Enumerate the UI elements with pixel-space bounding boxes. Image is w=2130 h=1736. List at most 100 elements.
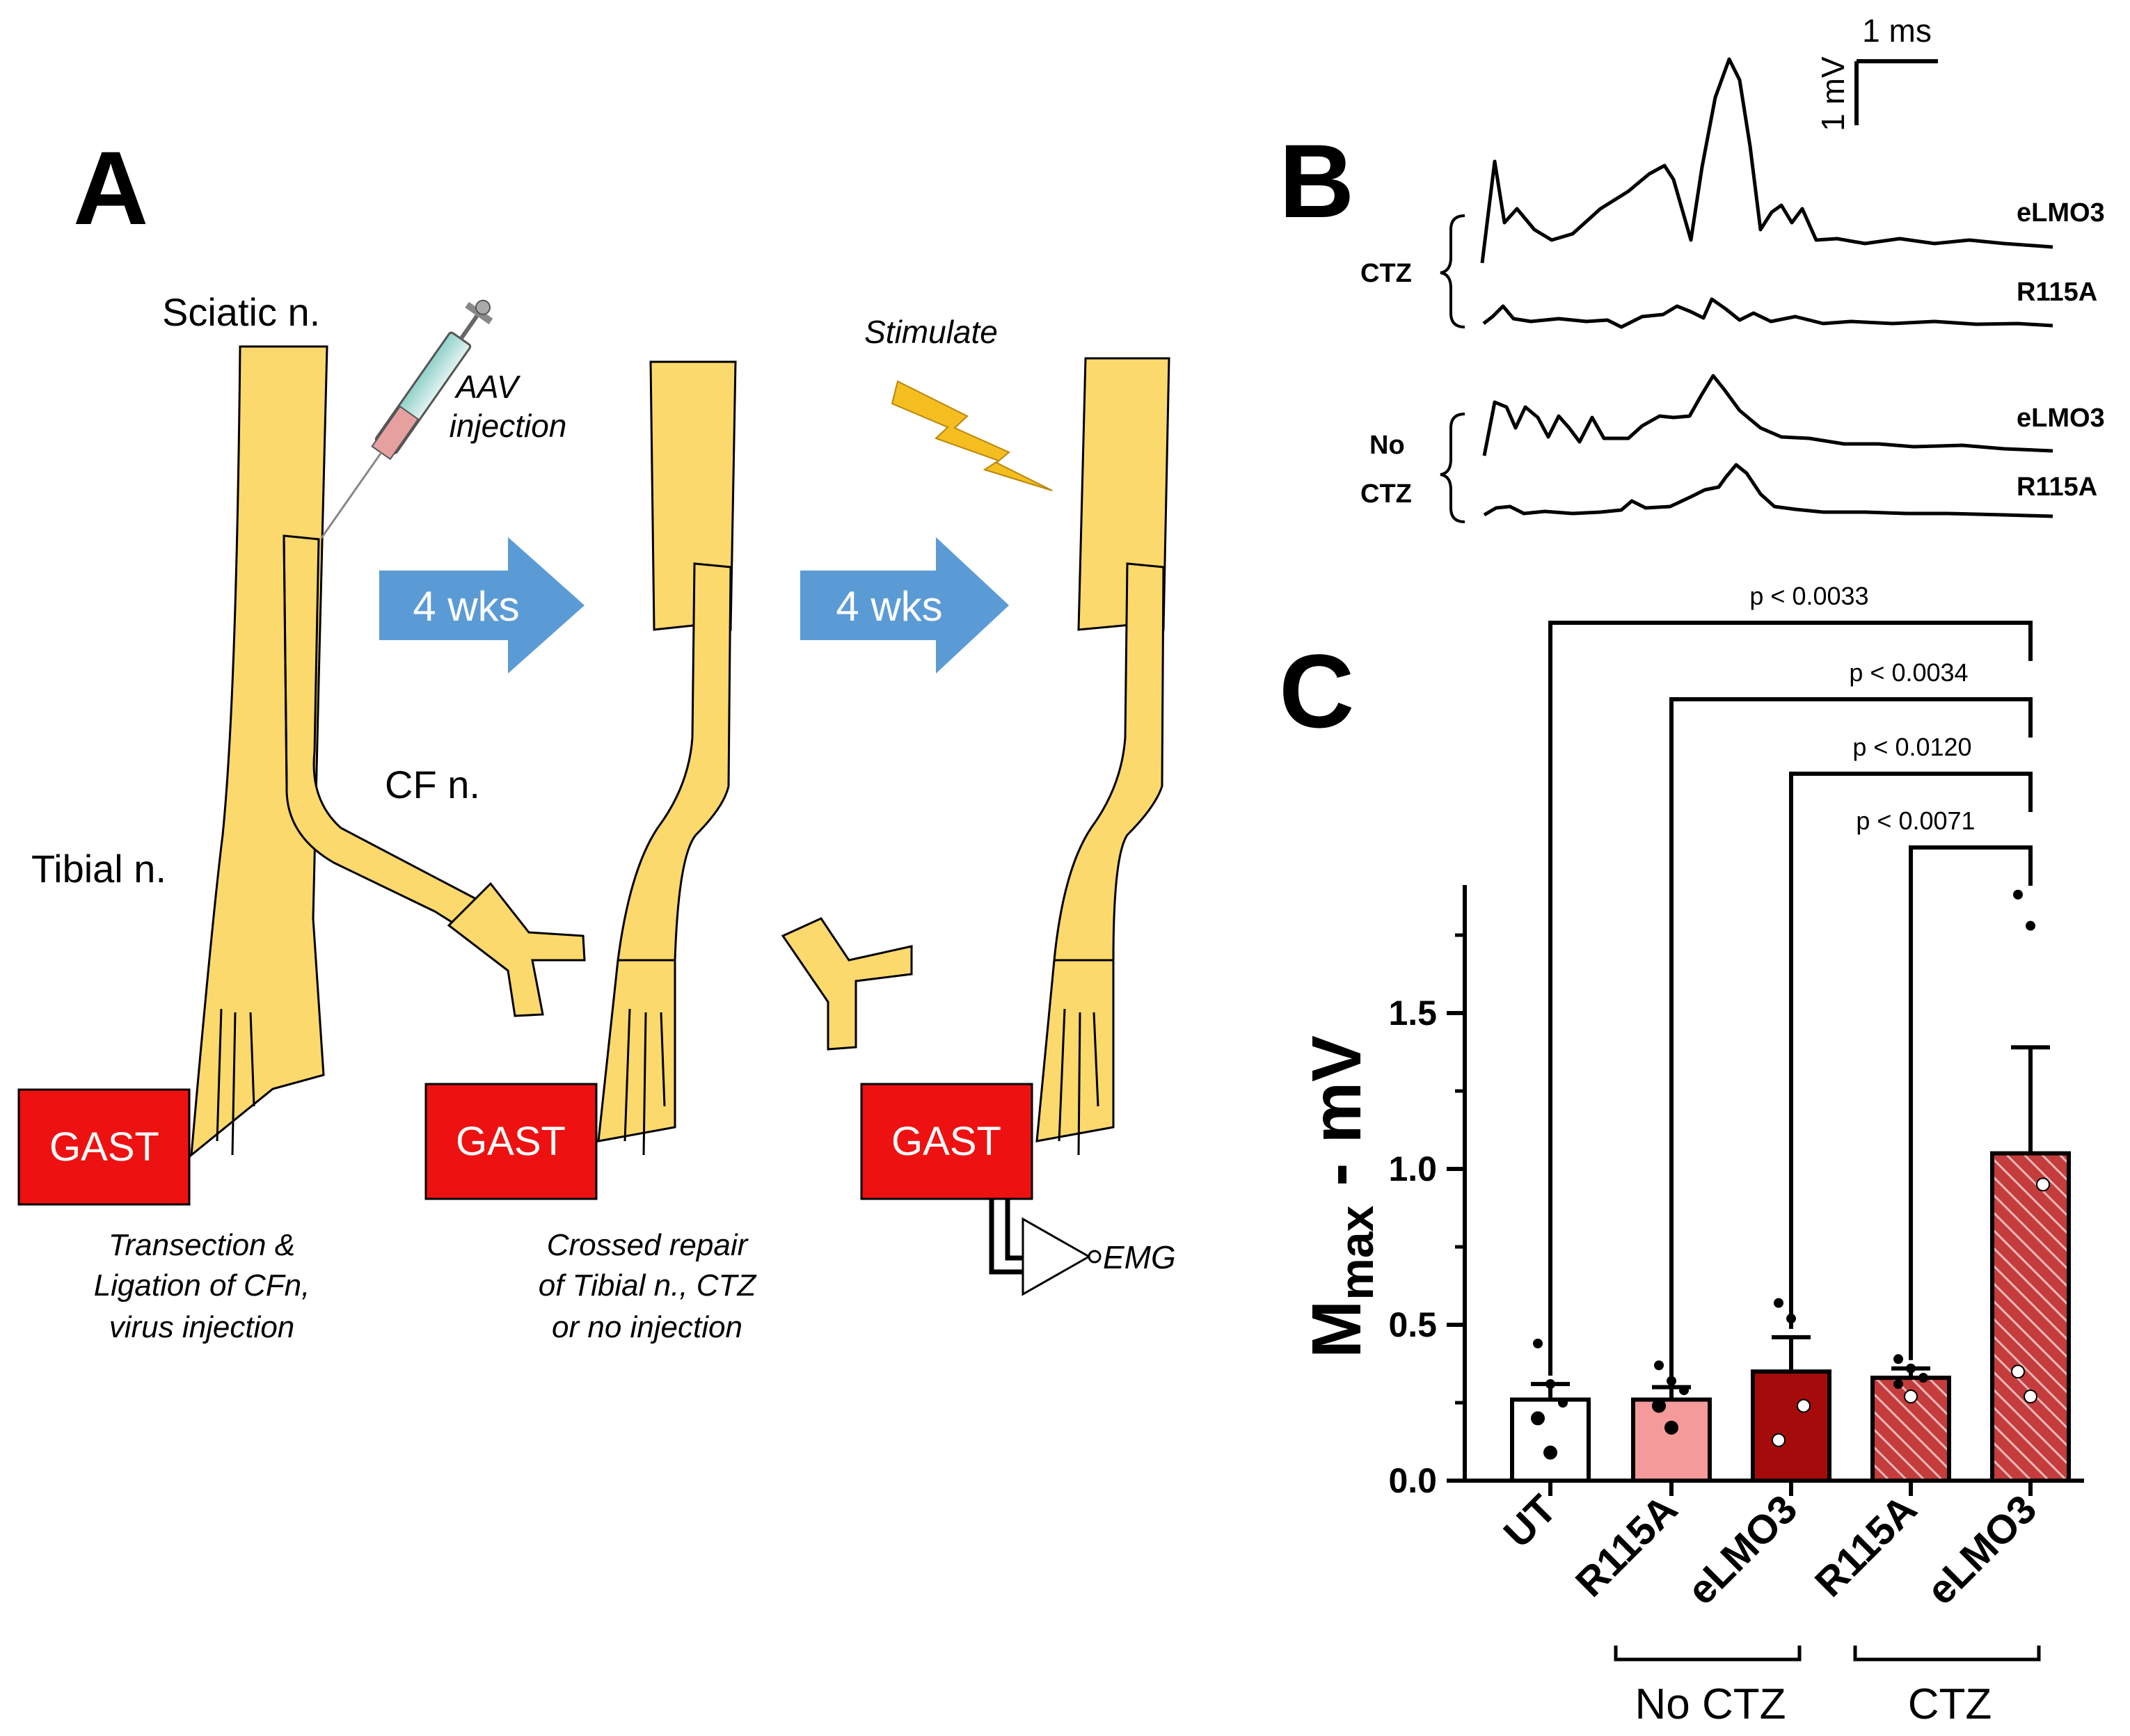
y-axis-label-main: M — [1298, 1300, 1376, 1358]
trace-ctz-r115a — [1482, 297, 2053, 329]
arrow-label-2: 4 wks — [836, 583, 942, 630]
emg-label: EMG — [1103, 1239, 1176, 1275]
caption-2-line2: of Tibial n., CTZ — [539, 1268, 758, 1303]
syringe-icon — [320, 299, 493, 539]
data-point — [1893, 1379, 1903, 1389]
gast-box-3 — [860, 1083, 1033, 1200]
y-tick-label: 1.0 — [1388, 1149, 1437, 1188]
data-point — [1906, 1363, 1916, 1373]
panel-c-letter: C — [1279, 632, 1354, 749]
significance-label: p < 0.0034 — [1849, 658, 1968, 687]
data-point — [1772, 1433, 1786, 1447]
x-tick-label: R115A — [1806, 1486, 1925, 1605]
caption-1-line2: Ligation of CFn, — [94, 1268, 310, 1303]
cf-distal-stump-2 — [781, 917, 913, 1051]
bar — [1751, 1369, 1831, 1483]
caption-2-line3: or no injection — [552, 1310, 742, 1344]
data-point — [2011, 1364, 2025, 1379]
panel-b-letter: B — [1279, 122, 1354, 239]
gast-box-1 — [17, 1088, 191, 1206]
arrow-4wks-1 — [379, 537, 585, 674]
x-tick-label: eLMO3 — [1918, 1486, 2045, 1614]
gast-label-3: GAST — [891, 1119, 1001, 1164]
data-point — [1545, 1379, 1555, 1389]
nerve-diagram-3 — [1035, 357, 1170, 1156]
x-tick-label: UT — [1495, 1486, 1566, 1556]
gast-label-1: GAST — [49, 1124, 159, 1170]
nerve-diagram-1 — [190, 345, 586, 1158]
gast-label-2: GAST — [456, 1119, 566, 1164]
emg-amplifier-icon — [989, 1199, 1102, 1296]
brace-ctz — [1440, 214, 1465, 328]
scale-time-label: 1 ms — [1862, 13, 1932, 49]
group-bracket — [1853, 1646, 2041, 1662]
data-point — [1531, 1411, 1545, 1426]
tibial-label: Tibial n. — [31, 847, 166, 891]
significance-bracket — [1909, 845, 2033, 1360]
significance-label: p < 0.0120 — [1852, 733, 1971, 761]
data-point — [1774, 1298, 1783, 1308]
significance-bracket — [1548, 621, 2033, 1376]
y-tick-label: 1.5 — [1388, 994, 1437, 1033]
lightning-bolt-icon — [891, 380, 1053, 491]
trace-noctz-elmo3 — [1482, 374, 2053, 456]
y-tick-label: 0.0 — [1388, 1461, 1437, 1500]
bar — [1631, 1397, 1712, 1483]
data-point — [1904, 1389, 1918, 1404]
significance-label: p < 0.0033 — [1749, 582, 1868, 610]
scale-bar — [1854, 59, 1938, 125]
y-axis-label-rest: - mV — [1298, 1035, 1376, 1206]
data-point — [2026, 921, 2035, 931]
trace-label-noctz-elmo3: eLMO3 — [2017, 404, 2105, 433]
scale-voltage-label: 1 mV — [1815, 56, 1851, 132]
caption-2: Crossed repair of Tibial n., CTZ or no i… — [539, 1228, 758, 1344]
data-point — [2013, 889, 2023, 900]
data-point — [1664, 1420, 1678, 1435]
data-point — [1918, 1373, 1928, 1383]
group-bracket — [1614, 1646, 1802, 1662]
panel-b: B 1 ms 1 mV CTZ No CTZ eLMO3 R115A eLMO3… — [1279, 13, 2105, 523]
y-tick-label: 0.5 — [1388, 1305, 1437, 1344]
panel-a: A GAST Sciatic n. Tibial n. CF n. AAV in… — [17, 129, 1176, 1344]
data-point — [1558, 1398, 1568, 1408]
group-label: No CTZ — [1635, 1680, 1786, 1728]
trace-label-ctz-r115a: R115A — [2017, 278, 2097, 307]
data-point — [1543, 1445, 1557, 1460]
data-point — [1654, 1360, 1664, 1371]
significance-label: p < 0.0071 — [1856, 806, 1975, 835]
cf-label: CF n. — [385, 763, 480, 806]
data-point — [1797, 1399, 1811, 1413]
trace-noctz-r115a — [1483, 463, 2053, 518]
trace-label-ctz-elmo3: eLMO3 — [2017, 198, 2105, 228]
nerve-2-distal — [597, 562, 732, 1142]
trace-ctz-elmo3 — [1480, 57, 2053, 264]
caption-2-line1: Crossed repair — [547, 1228, 749, 1262]
emg-traces — [1480, 57, 2053, 518]
data-point — [2024, 1389, 2037, 1404]
bar — [1510, 1397, 1591, 1483]
aav-label-line2: injection — [450, 408, 567, 444]
x-tick-label: R115A — [1567, 1486, 1686, 1605]
caption-1: Transection & Ligation of CFn, virus inj… — [94, 1228, 310, 1344]
data-point — [1893, 1354, 1903, 1364]
group-label-no-ctz-line1: No — [1369, 431, 1405, 460]
significance-bracket — [1669, 697, 2033, 1379]
gast-box-2 — [424, 1083, 598, 1200]
stimulate-label: Stimulate — [864, 314, 998, 350]
nerve-diagram-2 — [597, 360, 737, 1156]
group-label-no-ctz-line2: CTZ — [1360, 479, 1412, 509]
cf-distal-stump-1 — [447, 882, 586, 1017]
data-point — [1652, 1399, 1666, 1413]
nerve-3-distal — [1035, 562, 1165, 1142]
significance-bracket — [1789, 772, 2033, 1329]
data-point — [2036, 1177, 2050, 1192]
caption-1-line3: virus injection — [109, 1310, 295, 1344]
aav-label-line1: AAV — [454, 369, 521, 405]
arrow-4wks-2 — [800, 537, 1009, 674]
data-point — [1679, 1385, 1689, 1396]
group-label: CTZ — [1908, 1680, 1992, 1728]
sciatic-label: Sciatic n. — [162, 290, 320, 334]
